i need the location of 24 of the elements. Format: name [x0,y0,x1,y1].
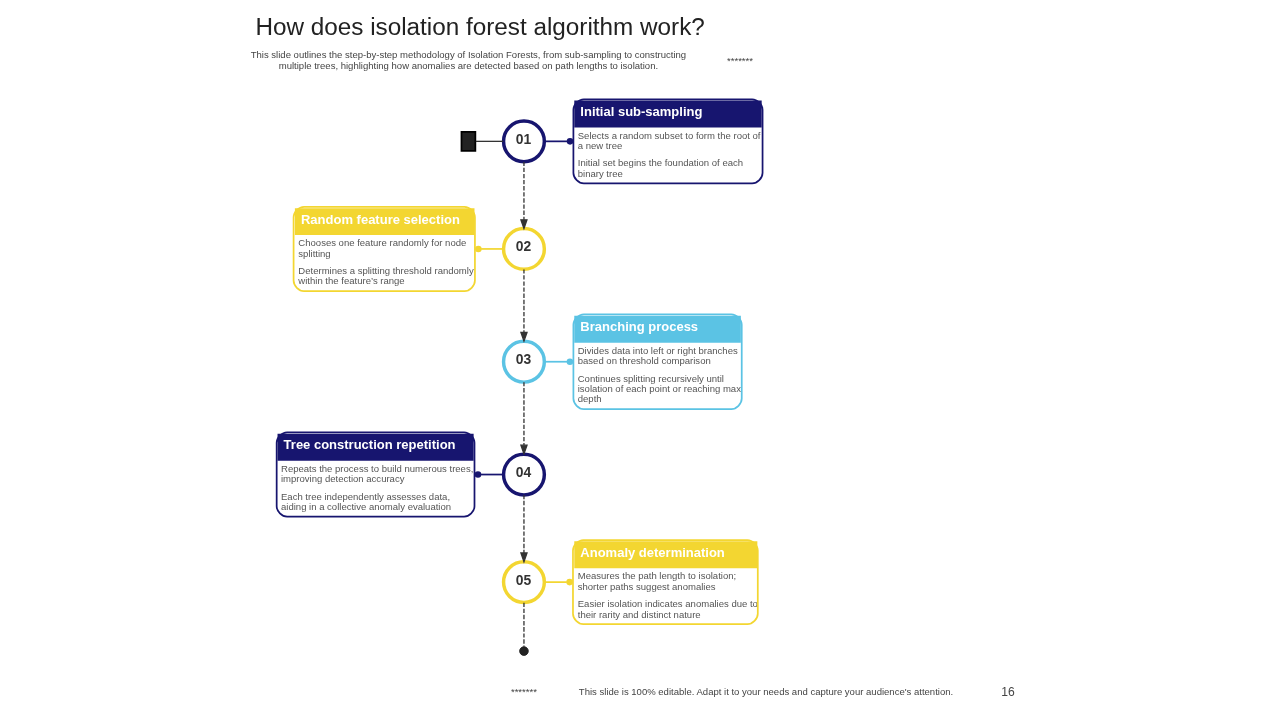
node-circle: 04 [501,452,547,497]
node-box [460,130,477,152]
node-circle: 02 [501,226,547,272]
connector [475,245,505,253]
connector [474,471,505,478]
label: This slide outlines the step-by-step methodology of Isolation Forests, from sub-sampling to constructing multiple trees, highlighting how anomalies are detected based on path lengths to isolation. [250,49,687,71]
arrow [520,268,528,344]
node-circle: 03 [501,339,547,384]
label: This slide is 100% editable. Adapt it to your needs and capture your audience's attention. [578,686,954,698]
connector [543,358,574,366]
connector [543,578,573,586]
node-circle: 01 [501,119,547,164]
label: 16 [1001,684,1015,699]
node-circle [519,646,529,656]
connector [523,602,525,648]
label: ******* [727,54,753,66]
diagram-title: How does isolation forest algorithm work? [255,12,705,40]
connector [475,140,504,142]
arrow [520,161,528,231]
connector [543,138,574,145]
arrow [520,494,528,564]
arrow [520,381,528,456]
node-circle: 05 [501,560,547,605]
label: ******* [510,686,537,698]
